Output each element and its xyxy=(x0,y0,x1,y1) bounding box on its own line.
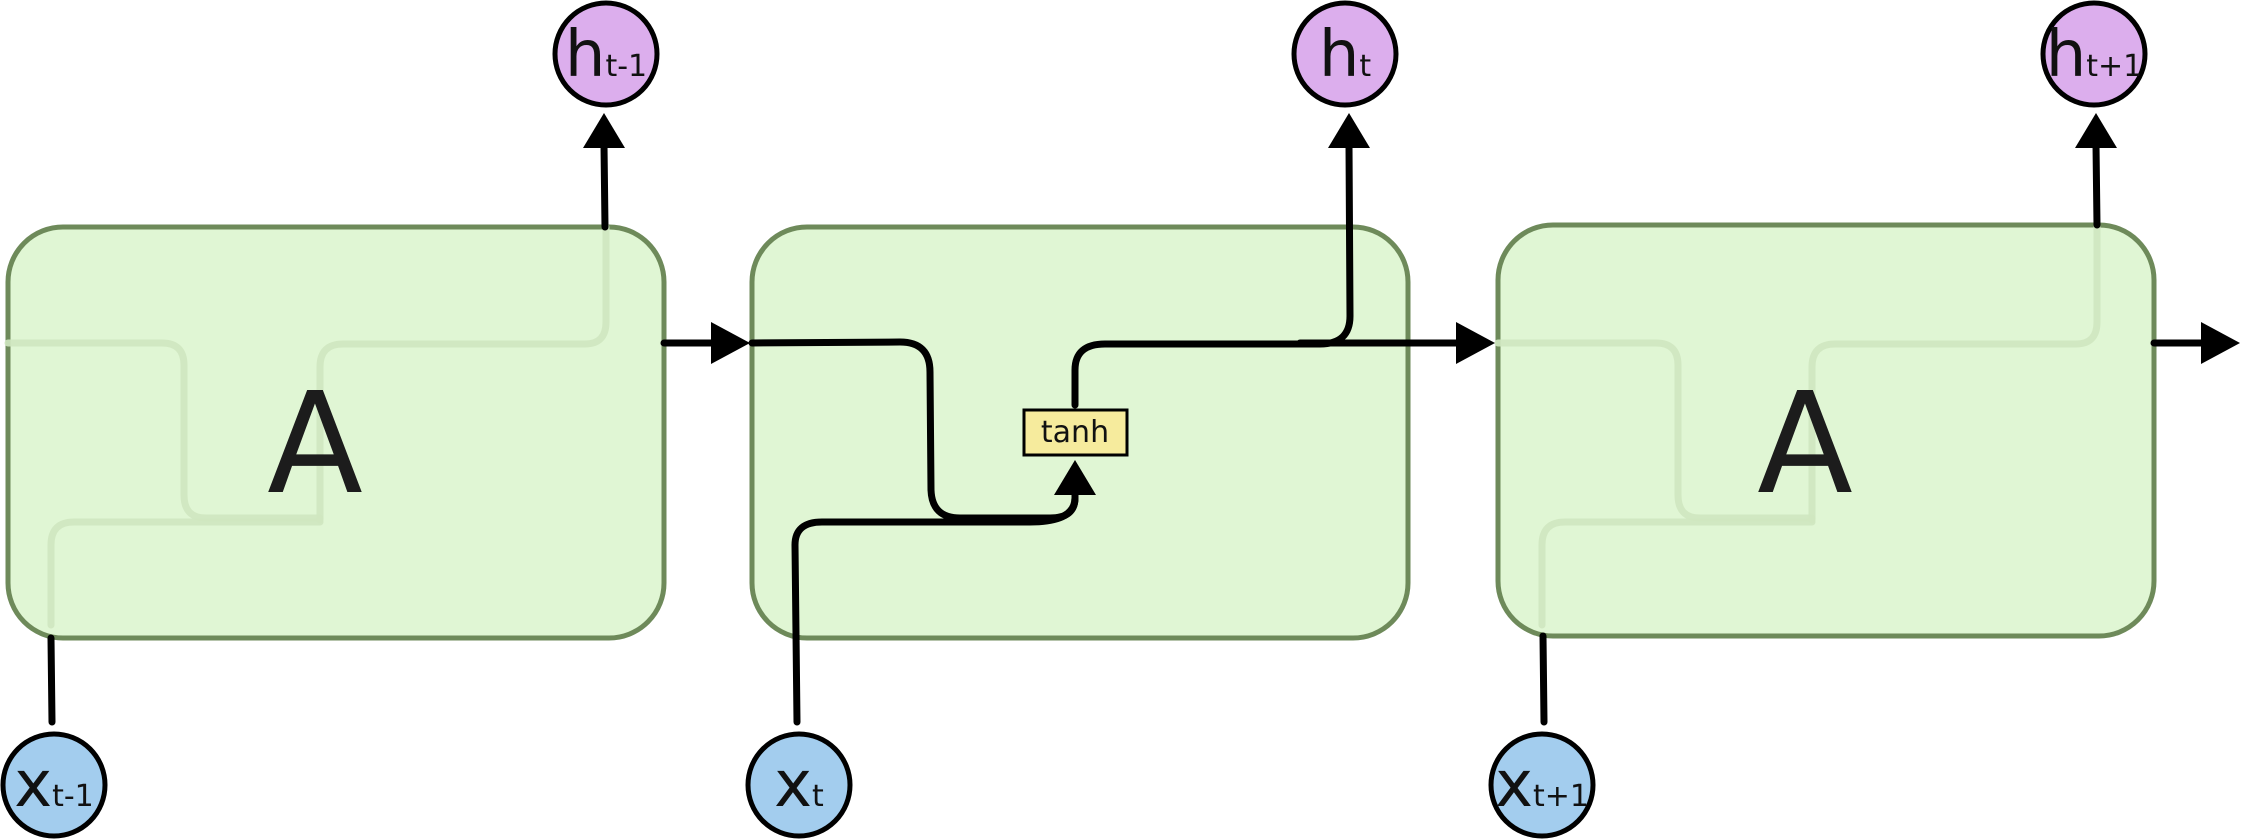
output-node-next-circle xyxy=(2040,0,2148,108)
arrowhead-output-middle xyxy=(1328,113,1370,148)
cell-left-label: A xyxy=(267,363,363,526)
middle-input-path xyxy=(791,494,1079,726)
cell-right-label: A xyxy=(1757,363,1853,526)
output-node-curr-label: ht xyxy=(1319,18,1372,92)
arrowhead-output-right xyxy=(2075,113,2117,148)
cell-right-faded-output-wiring xyxy=(1808,221,2101,524)
input-node-prev-label: xt-1 xyxy=(14,748,94,822)
cell-left-box xyxy=(5,224,667,641)
output-node-prev-sub: t-1 xyxy=(605,49,647,84)
tanh-box xyxy=(1022,408,1129,457)
input-node-curr-circle xyxy=(745,731,853,839)
input-node-prev-sub: t-1 xyxy=(52,779,94,814)
input-stem-left xyxy=(47,634,56,726)
cell-right: A xyxy=(1494,221,2157,639)
output-node-next-label: ht+1 xyxy=(2046,18,2143,92)
cell-left-faded-input-wiring xyxy=(47,518,324,629)
input-node-next: xt+1 xyxy=(1488,731,1596,839)
output-node-prev-label: ht-1 xyxy=(565,18,647,92)
output-node-curr: ht xyxy=(1291,0,1399,108)
arrowhead-into-tanh xyxy=(1054,460,1096,495)
output-node-curr-sub: t xyxy=(1359,49,1371,84)
output-node-next: ht+1 xyxy=(2040,0,2148,108)
cell-left: A xyxy=(4,223,667,641)
input-node-prev: xt-1 xyxy=(0,731,108,839)
input-node-curr-base: x xyxy=(774,748,812,822)
arrowhead-into-middle xyxy=(711,322,750,364)
output-node-curr-circle xyxy=(1291,0,1399,108)
cell-left-faded-output-wiring xyxy=(316,223,610,524)
output-node-prev-base: h xyxy=(565,18,606,92)
input-stem-right xyxy=(1539,632,1548,726)
middle-hidden-out-path xyxy=(1071,141,1354,409)
tanh-label: tanh xyxy=(1041,415,1109,450)
input-node-curr: xt xyxy=(745,731,853,839)
arrowhead-output-left xyxy=(583,113,625,148)
input-node-prev-circle xyxy=(0,731,108,839)
output-stem-right xyxy=(2092,141,2101,229)
input-node-prev-base: x xyxy=(14,748,52,822)
output-node-curr-base: h xyxy=(1319,18,1360,92)
output-stem-left xyxy=(600,141,609,231)
output-node-next-base: h xyxy=(2046,18,2087,92)
cell-right-faded-input-wiring xyxy=(1538,518,1816,629)
input-node-next-circle xyxy=(1488,731,1596,839)
output-node-prev: ht-1 xyxy=(552,0,660,108)
input-node-curr-sub: t xyxy=(812,779,824,814)
cell-right-faded-wiring xyxy=(1494,339,1816,522)
input-node-next-sub: t+1 xyxy=(1533,779,1589,814)
input-node-curr-label: xt xyxy=(774,748,824,822)
cell-left-faded-wiring xyxy=(4,339,324,522)
cell-right-box xyxy=(1495,222,2157,639)
arrowhead-right-out xyxy=(2201,322,2240,364)
output-node-next-sub: t+1 xyxy=(2086,49,2142,84)
input-node-next-label: xt+1 xyxy=(1495,748,1589,822)
input-node-next-base: x xyxy=(1495,748,1533,822)
output-node-prev-circle xyxy=(552,0,660,108)
arrowhead-into-right xyxy=(1456,322,1495,364)
